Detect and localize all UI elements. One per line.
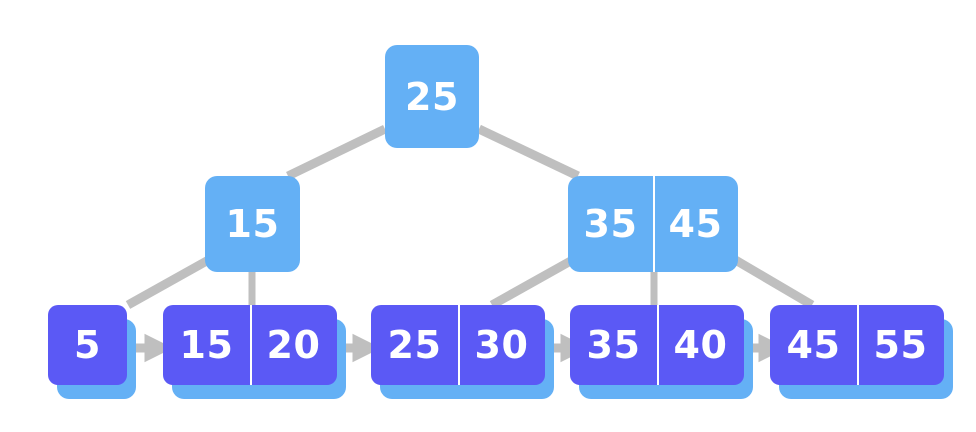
node-leaf-1-key-0: 5: [74, 323, 101, 367]
leaf-2-face: 15 20: [163, 305, 337, 385]
edge-root-to-internal-right: [477, 124, 580, 181]
edge-internal-right-to-leaf-5: [729, 254, 815, 309]
node-leaf-4[interactable]: 35 40: [570, 305, 753, 399]
node-internal-right-key-0: 35: [583, 202, 638, 246]
node-leaf-3-key-0: 25: [387, 323, 442, 367]
node-root[interactable]: 25: [385, 45, 479, 148]
edge-internal-right-to-leaf-3: [489, 254, 579, 309]
node-leaf-3-key-1: 30: [458, 305, 545, 385]
leaf-5-face: 45 55: [770, 305, 944, 385]
node-internal-right[interactable]: 35 45: [568, 176, 738, 272]
node-leaf-2[interactable]: 15 20: [163, 305, 346, 399]
edge-internal-left-to-leaf-1: [125, 254, 215, 309]
node-leaf-4-key-0: 35: [586, 323, 641, 367]
node-leaf-2-key-1: 20: [250, 305, 337, 385]
node-leaf-4-key-1: 40: [657, 305, 744, 385]
node-root-key-0: 25: [405, 74, 459, 119]
leaf-1-face: 5: [48, 305, 127, 385]
node-leaf-5-key-0: 45: [786, 323, 841, 367]
node-leaf-5[interactable]: 45 55: [770, 305, 953, 399]
node-leaf-1[interactable]: 5: [48, 305, 136, 399]
edge-root-to-internal-left: [286, 124, 387, 181]
node-internal-left[interactable]: 15: [205, 176, 300, 272]
node-leaf-5-key-1: 55: [857, 305, 944, 385]
node-internal-left-key-0: 15: [225, 202, 280, 246]
node-leaf-2-key-0: 15: [179, 323, 234, 367]
leaf-3-face: 25 30: [371, 305, 545, 385]
leaf-4-face: 35 40: [570, 305, 744, 385]
node-leaf-3[interactable]: 25 30: [371, 305, 554, 399]
node-internal-right-key-1: 45: [653, 176, 738, 272]
